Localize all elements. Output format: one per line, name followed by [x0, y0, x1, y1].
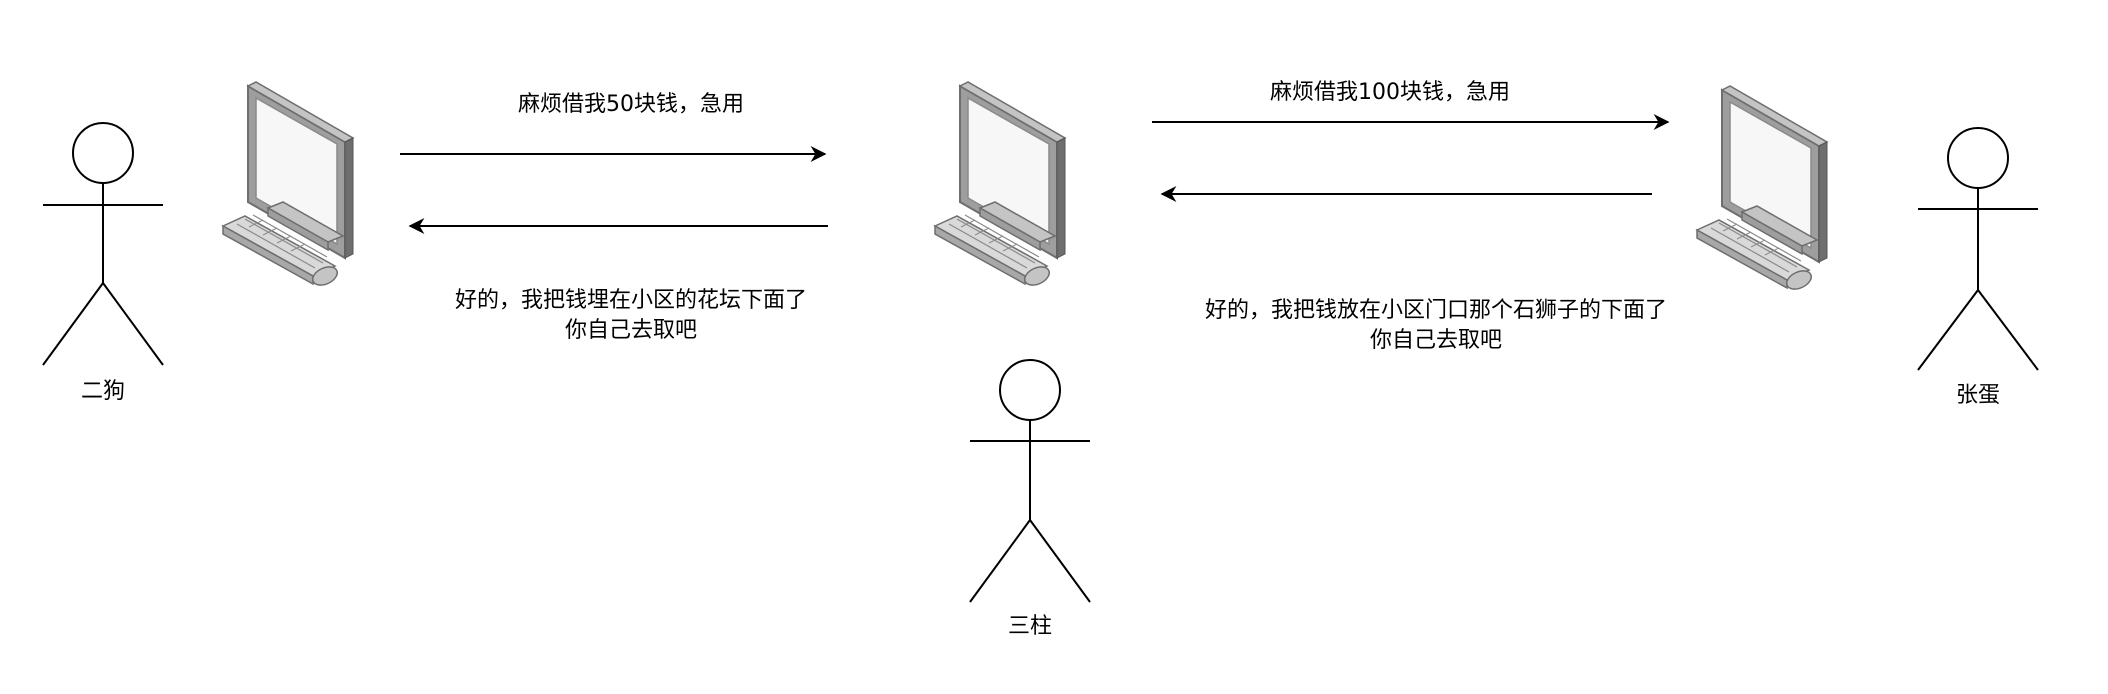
message-line-1: 好的，我把钱埋在小区的花坛下面了	[454, 288, 808, 313]
message-label-zhangdan-to-sanzhu: 好的，我把钱放在小区门口那个石狮子的下面了 你自己去取吧	[1205, 296, 1667, 356]
message-line-2: 你自己去取吧	[1369, 328, 1503, 353]
message-label-sanzhu-to-zhangdan: 麻烦借我100块钱，急用	[1270, 80, 1510, 105]
actor-name-ergou: 二狗	[80, 379, 126, 404]
desktop-computer-icon	[1696, 85, 1828, 294]
message-label-ergou-to-sanzhu: 麻烦借我50块钱，急用	[518, 92, 744, 117]
actor-zhangdan-figure	[1917, 127, 2039, 371]
message-line-2: 你自己去取吧	[564, 318, 698, 343]
actor-name-zhangdan: 张蛋	[1955, 383, 2001, 408]
desktop-computer-icon	[222, 81, 354, 290]
actor-sanzhu-figure	[969, 359, 1091, 603]
actor-ergou-figure	[42, 122, 164, 366]
message-label-sanzhu-to-ergou: 好的，我把钱埋在小区的花坛下面了 你自己去取吧	[455, 286, 807, 346]
actor-name-sanzhu: 三柱	[1007, 614, 1053, 639]
desktop-computer-icon	[934, 81, 1066, 290]
message-line-1: 好的，我把钱放在小区门口那个石狮子的下面了	[1204, 298, 1668, 323]
